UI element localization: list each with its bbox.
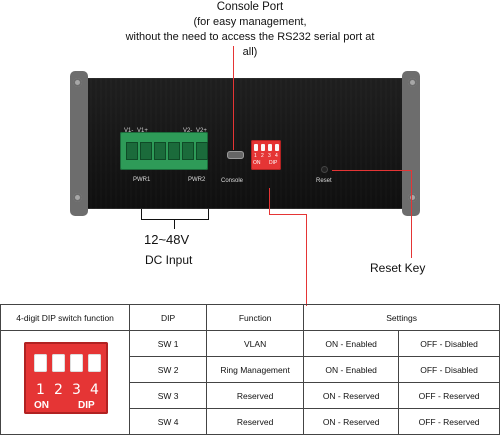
screw-icon [73, 193, 82, 202]
dip-switch-lever[interactable] [254, 144, 258, 151]
table-row: SW 4 Reserved ON - Reserved OFF - Reserv… [1, 408, 500, 435]
dip-number: 1 [36, 382, 45, 398]
dip-switch-lever [70, 354, 83, 372]
voltage-label: 12~48V [144, 232, 190, 247]
table-cell-dip: SW 1 [129, 330, 208, 357]
dip-switch-4pos[interactable]: 1 2 3 4 ON DIP [251, 140, 281, 170]
table-cell-on: ON - Reserved [303, 382, 400, 409]
dip-switch-lever [88, 354, 101, 372]
dip-switch-lever [52, 354, 65, 372]
dip-number: 3 [268, 153, 271, 159]
screw-icon [73, 78, 82, 87]
console-callout-line [233, 46, 234, 150]
table-header: 4-digit DIP switch function [0, 304, 131, 331]
dip-callout-line [306, 214, 307, 306]
reset-label: Reset [316, 178, 332, 184]
dip-dip-label: DIP [78, 400, 95, 411]
terminal-slot [196, 142, 208, 160]
table-cell-dip: SW 4 [129, 408, 208, 435]
dip-on-label: ON [253, 160, 261, 166]
dip-dip-label: DIP [269, 160, 278, 166]
dip-switch-lever[interactable] [268, 144, 272, 151]
table-cell-off: OFF - Reserved [398, 382, 500, 409]
table-cell-on: ON - Enabled [303, 330, 400, 357]
terminal-label: V2- [183, 128, 193, 134]
dip-switch-lever [34, 354, 47, 372]
console-port-heading: Console Port (for easy management, witho… [120, 0, 380, 60]
table-cell-off: OFF - Reserved [398, 408, 500, 435]
screw-icon [408, 78, 417, 87]
dip-number: 4 [275, 153, 278, 159]
heading-line-3: without the need to access the RS232 ser… [125, 31, 375, 58]
table-cell-function: Reserved [206, 408, 305, 435]
dip-switch-function-table: 4-digit DIP switch function DIP Function… [0, 304, 500, 435]
right-mount-rail [402, 71, 420, 216]
dc-input-bracket [141, 209, 209, 220]
table-cell-on: ON - Enabled [303, 356, 400, 383]
table-header: Function [206, 304, 305, 331]
dc-input-connector [174, 219, 175, 229]
dip-number: 4 [90, 382, 99, 398]
console-usb-port[interactable] [227, 151, 244, 159]
table-cell-dip: SW 3 [129, 382, 208, 409]
table-cell-dip: SW 2 [129, 356, 208, 383]
terminal-label: V1- [124, 128, 134, 134]
dip-switch-closeup-image: 1 2 3 4 ON DIP [24, 342, 108, 414]
terminal-slot [140, 142, 152, 160]
table-cell-function: Reserved [206, 382, 305, 409]
heading-line-1: Console Port [216, 1, 284, 13]
terminal-label: V1+ [137, 128, 148, 134]
reset-callout-line [411, 170, 412, 258]
reset-key-label: Reset Key [370, 261, 426, 275]
table-header: Settings [303, 304, 500, 331]
table-cell-off: OFF - Disabled [398, 330, 500, 357]
reset-button[interactable] [322, 167, 327, 172]
terminal-label: V2+ [196, 128, 207, 134]
dip-on-label: ON [34, 400, 49, 411]
left-mount-rail [70, 71, 88, 216]
terminal-slot [182, 142, 194, 160]
dc-power-terminal-block[interactable] [120, 132, 208, 170]
table-header: DIP [129, 304, 208, 331]
switch-device-front-panel: V1- V1+ V2- V2+ PWR1 PWR2 Console 1 2 3 … [70, 71, 420, 216]
table-cell-function: Ring Management [206, 356, 305, 383]
heading-line-2: (for easy management, [193, 16, 307, 28]
reset-callout-line [332, 170, 412, 171]
pwr2-label: PWR2 [188, 177, 206, 183]
table-row: SW 2 Ring Management ON - Enabled OFF - … [1, 356, 500, 383]
dip-number: 2 [261, 153, 264, 159]
table-row: SW 1 VLAN ON - Enabled OFF - Disabled [0, 330, 500, 435]
terminal-slot [154, 142, 166, 160]
table-cell-on: ON - Reserved [303, 408, 400, 435]
dip-number: 1 [254, 153, 257, 159]
dip-callout-line [269, 188, 270, 214]
console-label: Console [221, 178, 244, 184]
dip-switch-lever[interactable] [261, 144, 265, 151]
dip-number: 2 [54, 382, 63, 398]
table-cell-off: OFF - Disabled [398, 356, 500, 383]
dc-input-label: DC Input [145, 253, 193, 267]
dip-callout-line [269, 214, 307, 215]
dip-number: 3 [72, 382, 81, 398]
terminal-slot [126, 142, 138, 160]
table-cell-function: VLAN [206, 330, 305, 357]
screw-icon [408, 193, 417, 202]
dip-switch-lever[interactable] [275, 144, 279, 151]
table-header-row: 4-digit DIP switch function DIP Function… [0, 304, 500, 331]
pwr1-label: PWR1 [133, 177, 151, 183]
terminal-slot [168, 142, 180, 160]
